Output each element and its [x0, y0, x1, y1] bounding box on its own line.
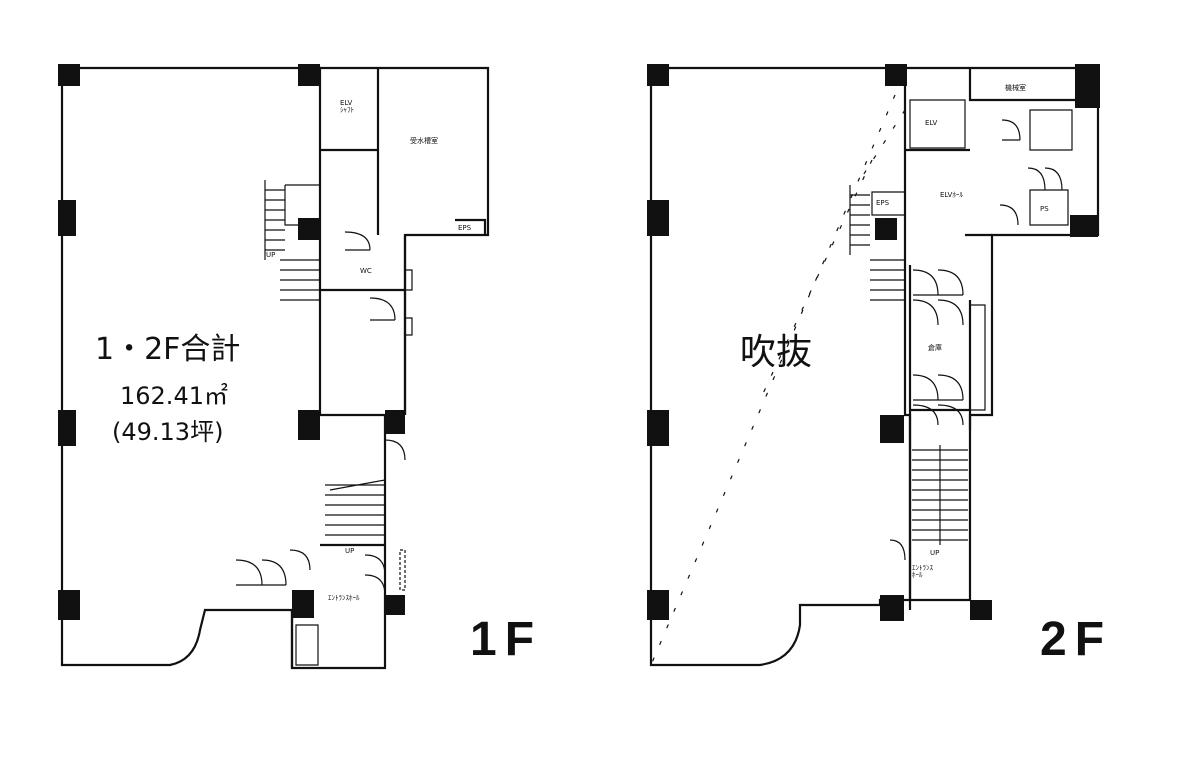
floor1-doors [235, 231, 413, 666]
f2-elv-label: ELV [925, 119, 938, 127]
f1-wc-label: WC [360, 267, 372, 275]
floor1-stairs [264, 180, 386, 536]
floor2-doors [871, 99, 1073, 561]
floor2-label: 2F [1040, 613, 1113, 666]
floor2-columns [647, 64, 1100, 621]
f1-up-main-label: UP [266, 251, 276, 259]
floor1-label: 1F [470, 613, 543, 666]
f2-eps-label: EPS [876, 199, 890, 207]
f1-area-sqm: 162.41㎡ [120, 382, 228, 410]
f2-void-label: 吹抜 [740, 332, 813, 373]
f2-entrance-label: ｴﾝﾄﾗﾝｽ ﾎｰﾙ [912, 564, 933, 579]
f1-total-area-title: 1・2F合計 [95, 332, 241, 367]
f1-entrance-label: ｴﾝﾄﾗﾝｽﾎｰﾙ [328, 594, 360, 602]
floor2-dashed-lines [650, 94, 906, 666]
f2-up-label: UP [930, 549, 940, 557]
f2-ps-label: PS [1040, 205, 1049, 213]
f1-elv-label: ELV ｼｬﾌﾄ [340, 99, 354, 114]
f1-up-stair-label: UP [345, 547, 355, 555]
floor1-walls [60, 66, 490, 670]
f1-substation-label: 受水槽室 [410, 137, 438, 145]
f1-eps-label: EPS [458, 224, 472, 232]
f2-machine-label: 機械室 [1005, 84, 1026, 92]
f2-elv-hall-label: ELVﾎｰﾙ [940, 191, 963, 199]
floor1-columns [58, 64, 405, 620]
floor2-stairs [849, 185, 968, 545]
f1-area-tsubo: (49.13坪) [112, 418, 224, 446]
f2-storage-label: 倉庫 [928, 344, 942, 352]
